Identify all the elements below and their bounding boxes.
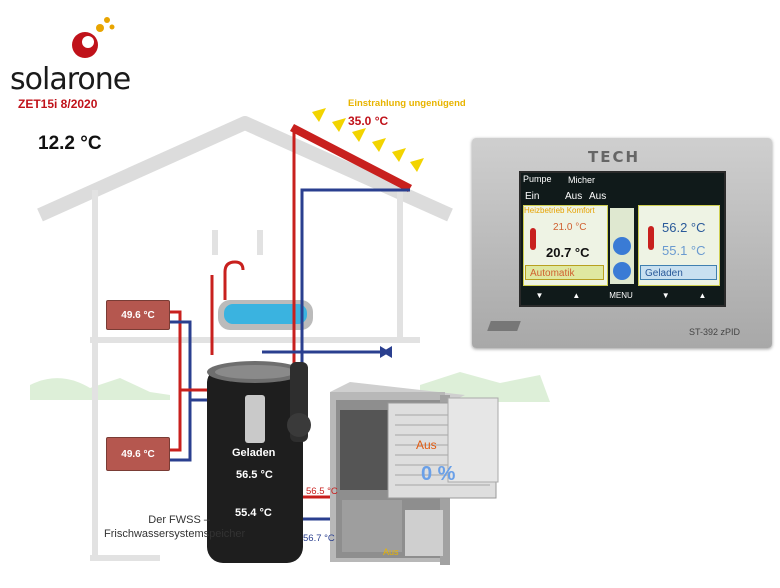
bathtub — [218, 260, 313, 330]
radiator-lower-temp: 49.6 °C — [121, 448, 155, 460]
return-pipe-temp: 56.7 °C — [303, 533, 335, 544]
left-zone-set-temp: 21.0 °C — [553, 222, 587, 233]
collector-status: Einstrahlung ungenügend — [348, 98, 466, 109]
controller-logo-icon — [487, 321, 521, 331]
tank-status: Geladen — [232, 447, 276, 459]
radiator-upper-temp: 49.6 °C — [121, 309, 155, 321]
pump-label: Pumpe — [523, 174, 552, 184]
right-zone-bottom-temp: 55.1 °C — [662, 243, 706, 258]
menu-button[interactable]: MENU — [609, 290, 633, 300]
boiler-state: Aus — [416, 438, 437, 452]
mixer-label: Micher — [568, 175, 596, 185]
supply-pipe-temp: 56.5 °C — [306, 486, 338, 497]
arrow-down-right-button[interactable]: ▼ — [661, 290, 670, 300]
left-zone-mode: Heizbetrieb Komfort — [524, 206, 595, 215]
radiator-upper[interactable]: 49.6 °C — [106, 300, 170, 330]
controller-brand: TECH — [588, 148, 641, 166]
boiler-unit — [330, 382, 499, 565]
pump-value: Ein — [525, 191, 540, 202]
boiler-percent: 0 % — [421, 463, 456, 485]
brand-logo: solarone — [10, 62, 131, 97]
solar-collector — [290, 108, 424, 192]
arrow-down-left-button[interactable]: ▼ — [535, 290, 544, 300]
extra-value: Aus — [589, 191, 607, 202]
mixer-value: Aus — [565, 191, 583, 202]
tank-upper-temp: 56.5 °C — [236, 469, 273, 481]
arrow-up-right-button[interactable]: ▲ — [698, 290, 707, 300]
storage-tank — [207, 361, 311, 563]
valve-icon — [613, 262, 631, 280]
pump-icon — [613, 237, 631, 255]
left-zone-actual-temp: 20.7 °C — [546, 245, 590, 260]
collector-temperature: 35.0 °C — [348, 114, 389, 128]
boiler-pump-state: Aus — [383, 547, 399, 557]
right-zone-status: Geladen — [640, 265, 717, 280]
arrow-up-left-button[interactable]: ▲ — [572, 290, 581, 300]
radiator-lower[interactable]: 49.6 °C — [106, 437, 170, 471]
outdoor-temperature: 12.2 °C — [38, 133, 102, 154]
left-zone-status: Automatik — [525, 265, 604, 280]
house-roof — [37, 116, 453, 222]
tank-caption: Der FWSS – Frischwassersystemspeicher — [104, 514, 246, 540]
right-zone-top-temp: 56.2 °C — [662, 220, 706, 235]
tank-lower-temp: 55.4 °C — [235, 507, 272, 519]
logo-swirl-icon — [72, 17, 115, 58]
controller-button-row: ▼ ▲ MENU ▼ ▲ — [521, 289, 721, 301]
controller-model: ST-392 zPID — [689, 327, 741, 337]
thermometer-icon-right — [648, 226, 654, 250]
model-date-label: ZET15i 8/2020 — [18, 97, 98, 111]
thermometer-icon — [530, 228, 536, 250]
